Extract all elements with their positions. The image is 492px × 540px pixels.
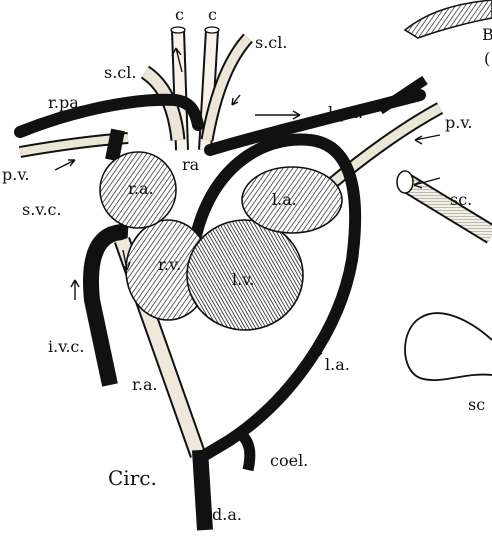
label-lpa: l.pa. (328, 103, 363, 122)
label-ra-top: ra (182, 155, 200, 174)
label-coel: coel. (270, 451, 308, 470)
dorsal-aorta (200, 450, 205, 530)
label-pv-left: p.v. (2, 165, 30, 184)
label-la-aorta: l.a. (325, 355, 350, 374)
sc-outline (405, 313, 492, 380)
label-c-left: c (175, 5, 184, 24)
label-la-atrium: l.a. (272, 190, 297, 209)
label-b-cut: B (482, 25, 492, 44)
label-rpa: r.pa. (48, 93, 84, 112)
label-sc-cut: sc (468, 395, 485, 414)
label-sc-right: sc. (450, 190, 472, 209)
label-lv: l.v. (232, 270, 254, 289)
label-paren-cut: ( (484, 49, 490, 68)
label-scl-right: s.cl. (255, 33, 287, 52)
label-ivc: i.v.c. (48, 337, 84, 356)
label-pv-right: p.v. (445, 113, 473, 132)
svc-stub (112, 130, 118, 160)
label-da: d.a. (212, 505, 242, 524)
label-c-right: c (208, 5, 217, 24)
label-svc: s.v.c. (22, 200, 62, 219)
label-ra-aorta: r.a. (132, 375, 158, 394)
figure-caption: Circ. (108, 466, 157, 490)
label-scl-left: s.cl. (104, 63, 136, 82)
coeliac-artery (238, 432, 250, 470)
label-rv: r.v. (158, 255, 181, 274)
corner-fragment (405, 0, 492, 38)
label-ra-atrium: r.a. (128, 179, 154, 198)
